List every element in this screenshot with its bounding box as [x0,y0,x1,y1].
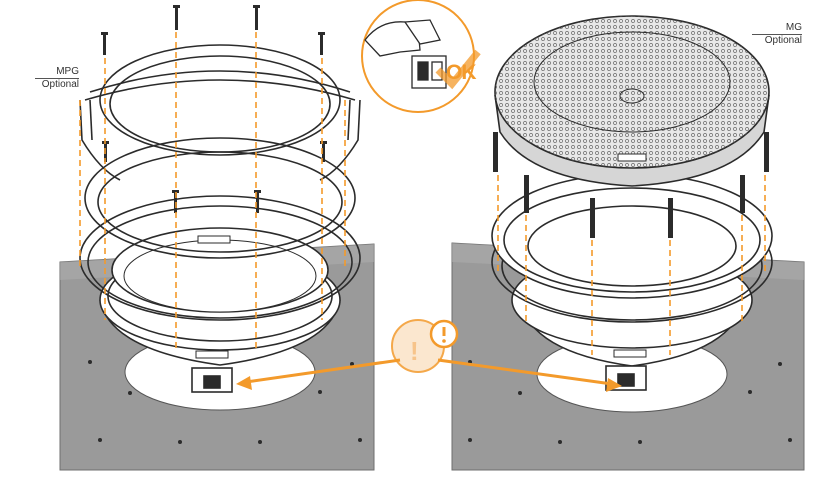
screw-icon [101,32,108,55]
mg-optional: Optional [764,35,802,46]
screw-icon [524,175,529,213]
right-screws [493,132,769,238]
warning-mark: ! [410,336,419,366]
screw-icon [254,190,261,213]
left-guide-lines [79,32,346,352]
ok-check-icon [435,49,481,90]
mpg-title: MPG [35,66,79,79]
mg-grille [494,15,770,187]
left-screws [101,5,327,213]
left-mpg-grille-frame [79,44,361,259]
mpg-label: MPG Optional [35,66,79,90]
mg-label: MG Optional [752,22,802,46]
screw-icon [493,132,498,172]
screw-icon [320,141,327,162]
ok-callout [361,0,481,113]
screw-icon [764,132,769,172]
right-guide-lines [497,175,766,355]
screw-icon [318,32,325,55]
ok-text: OK [446,61,476,84]
screw-icon [590,198,595,238]
screw-icon [253,5,260,30]
screw-icon [740,175,745,213]
mpg-optional: Optional [41,79,79,90]
right-speaker [491,173,773,391]
warning-callout: ! [236,319,622,392]
mg-title: MG [752,22,802,35]
screw-icon [668,198,673,238]
screw-icon [173,5,180,30]
left-speaker [79,195,361,393]
